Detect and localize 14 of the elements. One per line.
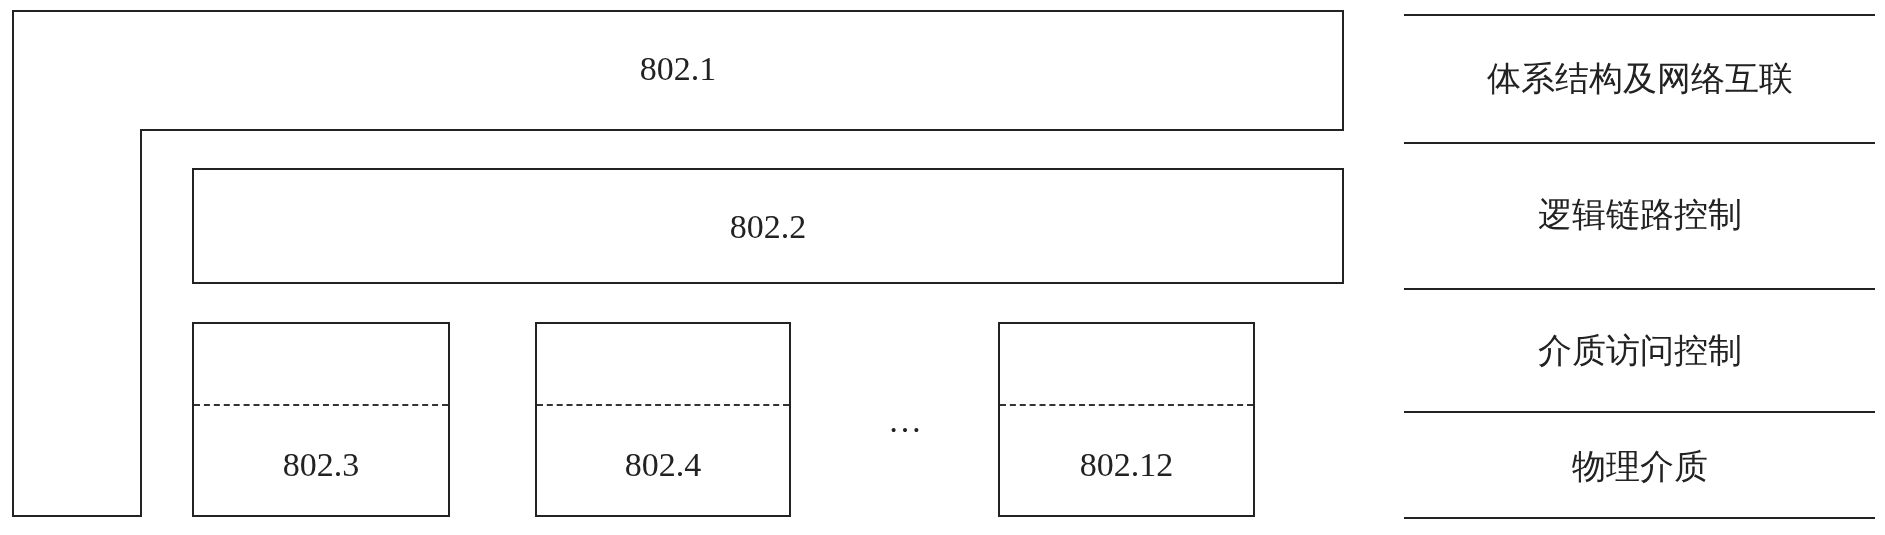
standard-label: 802.12 [1078,448,1175,482]
standard-box [535,322,791,517]
standard-label: 802.3 [281,448,361,482]
standard-box [192,322,450,517]
layer-label: 体系结构及网络互联 [1485,62,1794,96]
layer-label: 物理介质 [1570,450,1709,484]
standard-box [192,168,1344,284]
layer-label: 介质访问控制 [1536,334,1743,368]
standard-label: 802.1 [638,52,718,86]
layer-label: 逻辑链路控制 [1536,198,1743,232]
ellipsis-label: … [887,404,923,438]
standard-label: 802.2 [728,210,808,244]
standard-box [998,322,1255,517]
standard-label: 802.4 [623,448,703,482]
